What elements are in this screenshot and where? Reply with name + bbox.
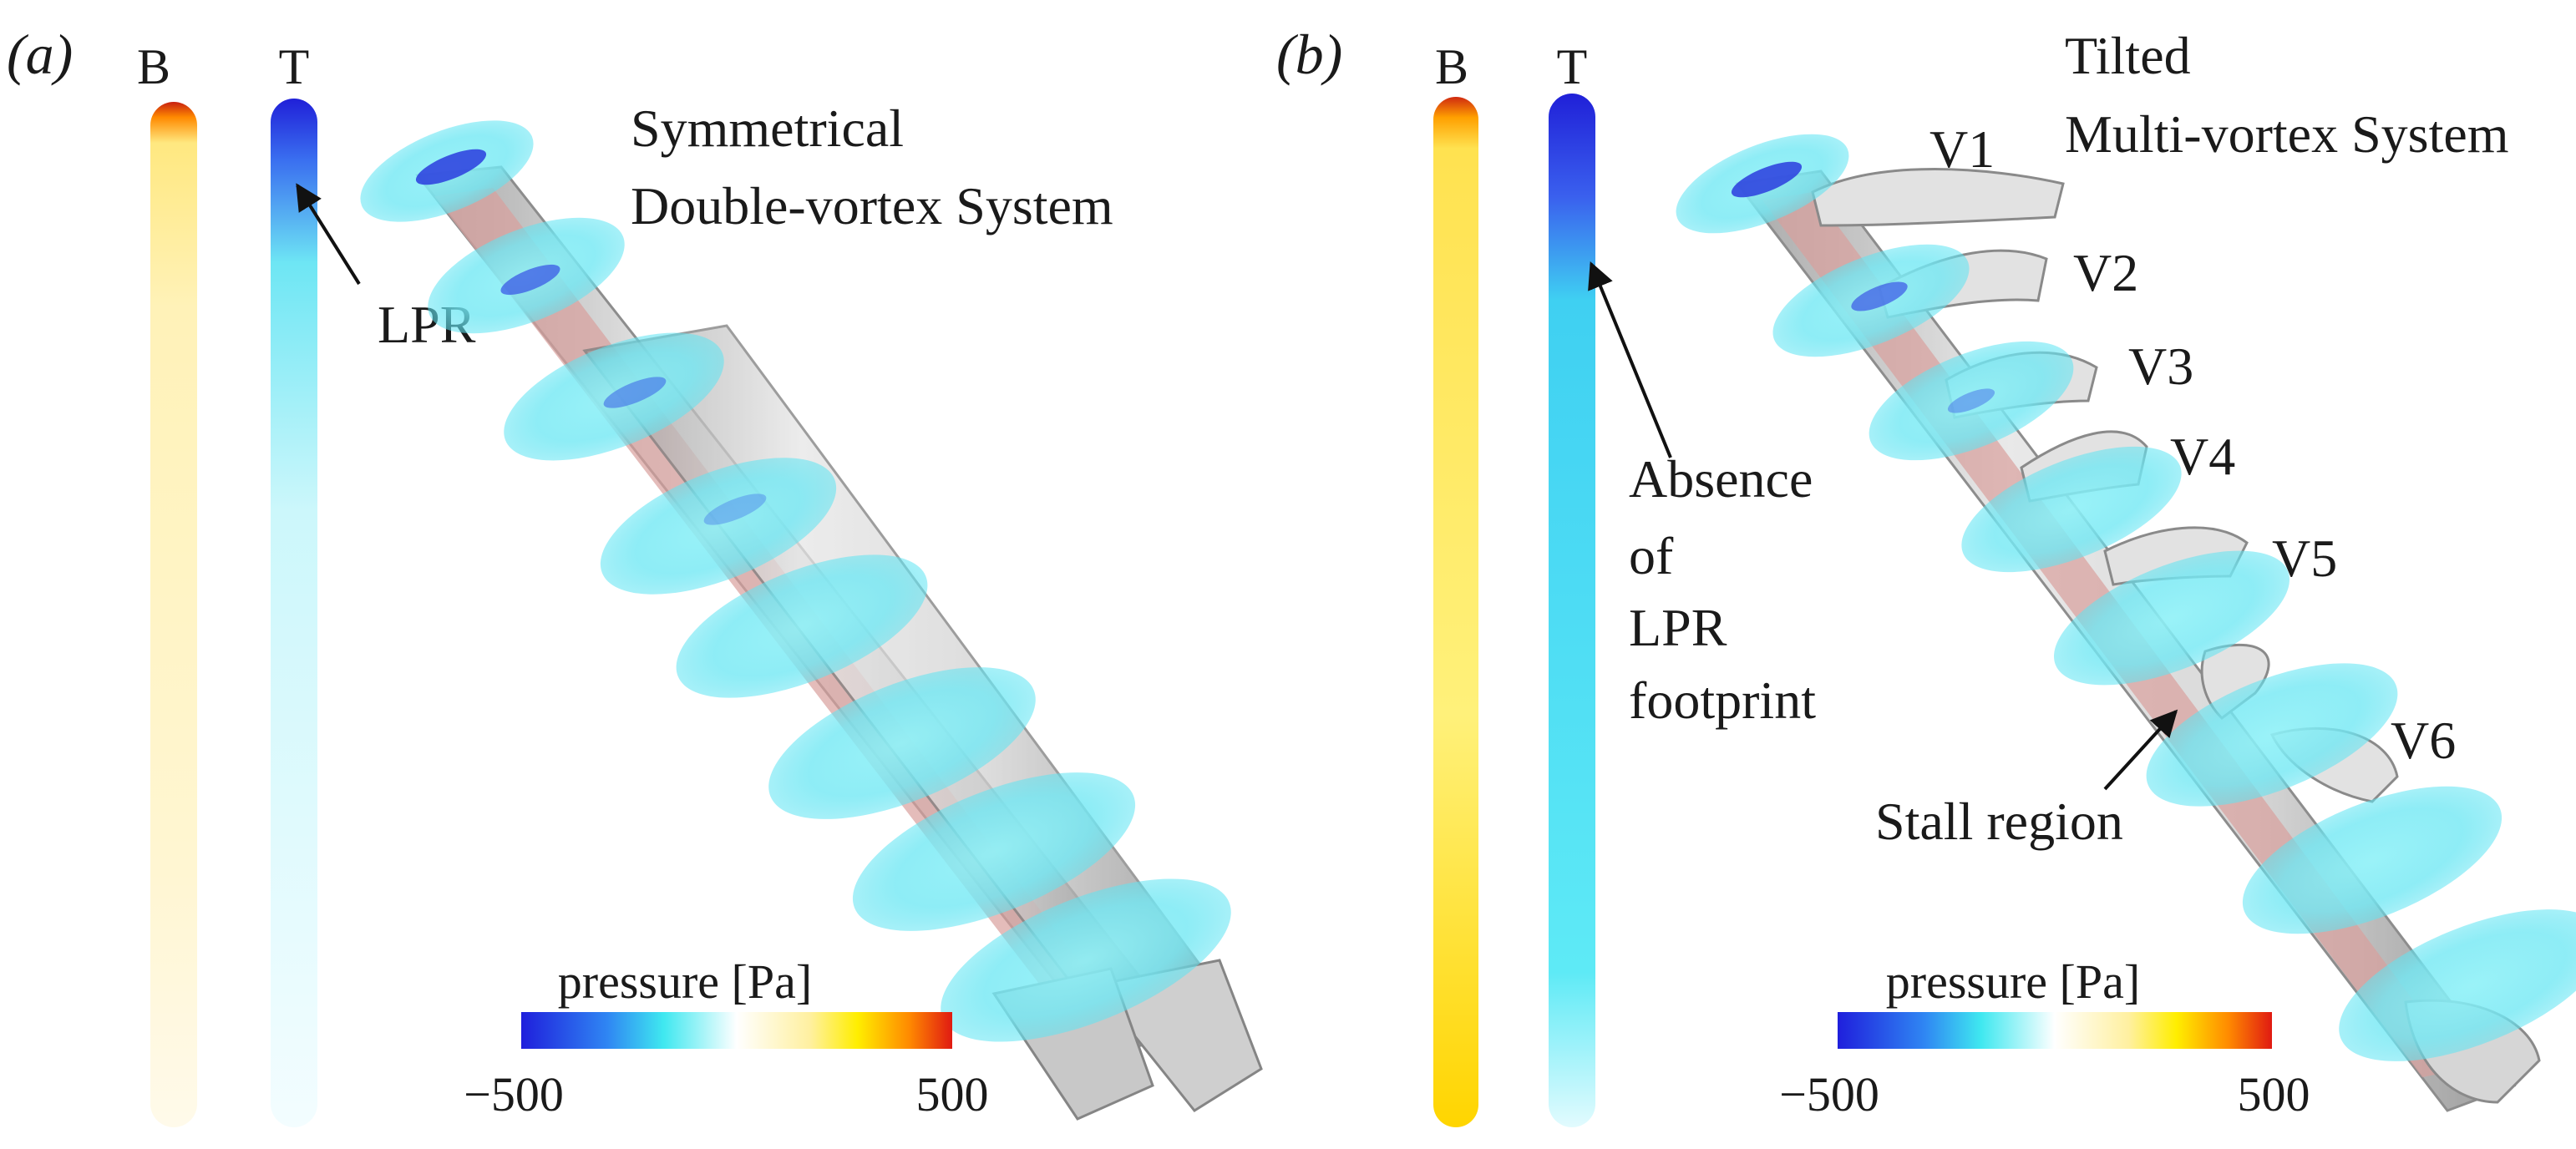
panel-a: (a) B T Symmetrical Double-vortex System… — [7, 23, 1263, 1127]
panel-b-vortex-v1: V1 — [1929, 119, 1995, 179]
panel-b-stall-arrow — [2103, 709, 2178, 791]
panel-a-bar-label-b: B — [137, 39, 170, 94]
panel-a-title-line-2: Double-vortex System — [631, 176, 1113, 235]
panel-b-title-line-2: Multi-vortex System — [2065, 104, 2509, 164]
panel-b-absence-line-2: of — [1629, 526, 1674, 585]
panel-b-wing-vortex-illustration — [1676, 134, 2576, 1112]
panel-a-top-pressure-strip — [271, 99, 317, 1127]
panel-b-vortex-v4: V4 — [2170, 427, 2235, 486]
panel-b-colorbar-max: 500 — [2238, 1067, 2310, 1121]
panel-b-absence-line-1: Absence — [1629, 449, 1813, 509]
panel-a-bar-label-t: T — [279, 39, 310, 94]
panel-a-lpr-arrow — [296, 183, 361, 286]
panel-b-top-pressure-strip — [1549, 94, 1595, 1127]
panel-b-vortex-v6: V6 — [2391, 711, 2456, 770]
panel-b-absence-arrow — [1588, 261, 1672, 458]
panel-b-colorbar-title: pressure [Pa] — [1886, 954, 2140, 1009]
panel-b-vortex-v5: V5 — [2272, 529, 2337, 588]
panel-a-bottom-pressure-strip — [150, 102, 197, 1127]
panel-b: (b) B T Tilted Multi-vortex System Absen… — [1276, 23, 2576, 1127]
panel-b-absence-line-4: footprint — [1629, 671, 1816, 730]
panel-b-vortex-v2: V2 — [2073, 243, 2138, 302]
panel-b-bar-label-t: T — [1557, 39, 1588, 94]
panel-b-absence-line-3: LPR — [1629, 598, 1727, 657]
panel-a-colorbar-min: −500 — [464, 1067, 564, 1121]
panel-b-vortex-v3: V3 — [2128, 337, 2193, 396]
panel-b-title-line-1: Tilted — [2065, 26, 2191, 85]
panel-b-colorbar — [1838, 1012, 2272, 1049]
panel-a-label: (a) — [7, 23, 73, 86]
panel-a-colorbar-max: 500 — [916, 1067, 989, 1121]
panel-b-bar-label-b: B — [1435, 39, 1468, 94]
panel-b-stall-label: Stall region — [1875, 792, 2123, 851]
panel-a-colorbar-title: pressure [Pa] — [558, 954, 812, 1009]
panel-a-title-line-1: Symmetrical — [631, 99, 904, 158]
panel-b-colorbar-min: −500 — [1779, 1067, 1879, 1121]
panel-a-colorbar — [521, 1012, 952, 1049]
panel-b-label: (b) — [1276, 23, 1342, 86]
panel-b-bottom-pressure-strip — [1433, 97, 1478, 1127]
panel-a-wing-vortex-illustration — [360, 120, 1263, 1121]
